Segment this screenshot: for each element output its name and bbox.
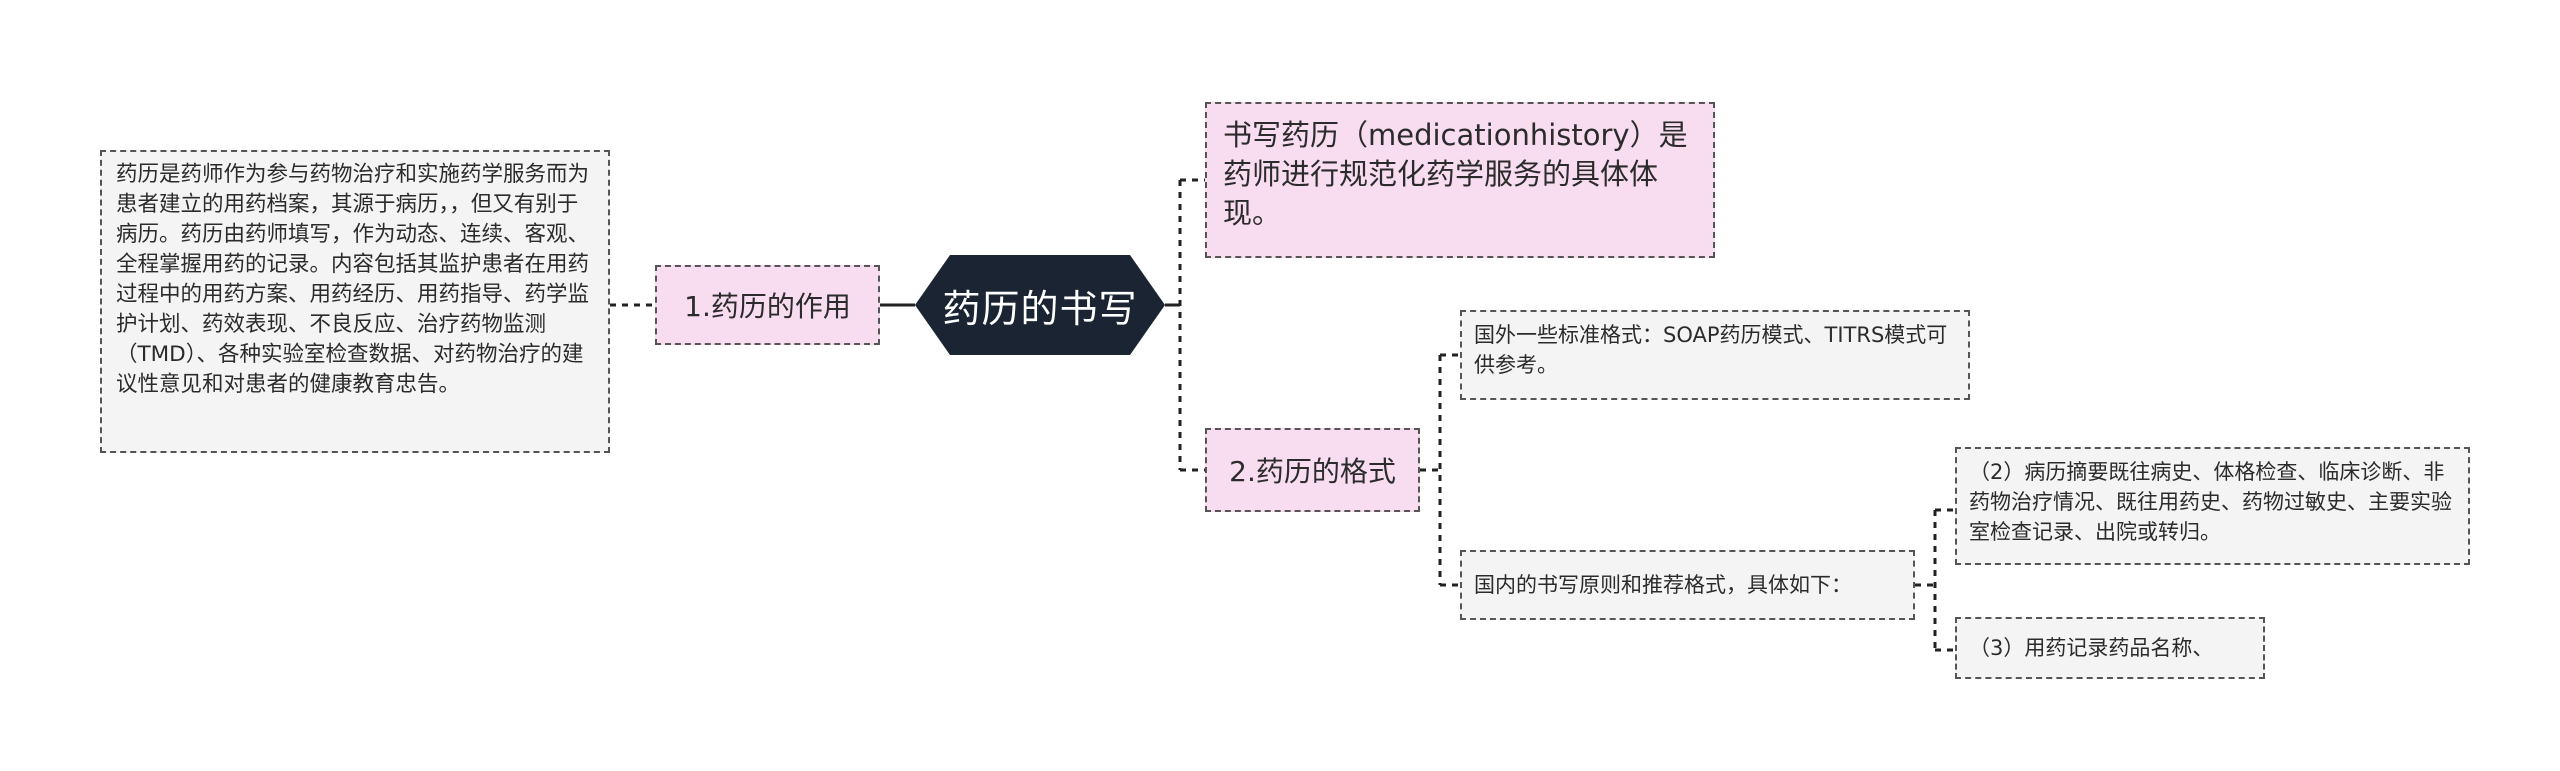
medication-record-text: （3）用药记录药品名称、 [1969,636,2214,660]
foreign-format-note: 国外一些标准格式：SOAP药历模式、TITRS模式可供参考。 [1460,310,1970,400]
top-right-note-text: 书写药历（medicationhistory）是药师进行规范化药学服务的具体体现… [1223,118,1688,230]
medical-summary-note: （2）病历摘要既往病史、体格检查、临床诊断、非药物治疗情况、既往用药史、药物过敏… [1955,447,2470,565]
foreign-format-text: 国外一些标准格式：SOAP药历模式、TITRS模式可供参考。 [1474,323,1948,377]
root-topic-label: 药历的书写 [942,286,1138,331]
medication-record-note: （3）用药记录药品名称、 [1955,617,2265,679]
domestic-format-node[interactable]: 国内的书写原则和推荐格式，具体如下： [1460,550,1915,620]
branch-role-label: 1.药历的作用 [684,290,851,323]
branch-format-label: 2.药历的格式 [1229,455,1396,488]
branch-format[interactable]: 2.药历的格式 [1205,428,1420,512]
role-detail-text: 药历是药师作为参与药物治疗和实施药学服务而为患者建立的用药档案，其源于病历，，但… [116,162,590,397]
root-topic[interactable]: 药历的书写 [915,255,1165,355]
top-right-note: 书写药历（medicationhistory）是药师进行规范化药学服务的具体体现… [1205,102,1715,258]
medical-summary-text: （2）病历摘要既往病史、体格检查、临床诊断、非药物治疗情况、既往用药史、药物过敏… [1969,460,2452,544]
role-detail-note: 药历是药师作为参与药物治疗和实施药学服务而为患者建立的用药档案，其源于病历，，但… [100,150,610,453]
domestic-format-label: 国内的书写原则和推荐格式，具体如下： [1474,573,1852,597]
branch-role[interactable]: 1.药历的作用 [655,265,880,345]
